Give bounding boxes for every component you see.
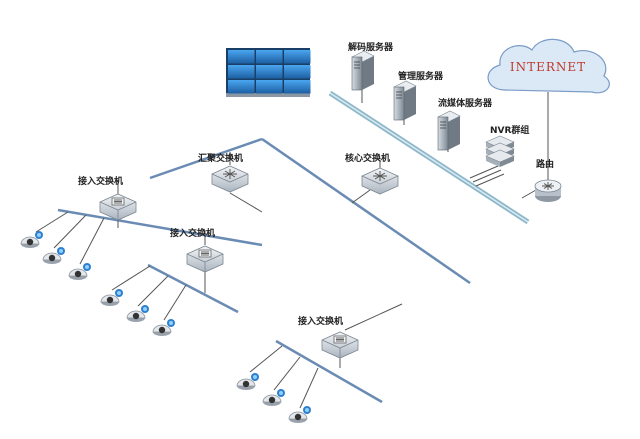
internet-label: INTERNET	[510, 60, 586, 74]
dome-camera-icon	[152, 318, 176, 337]
core-switch-label: 核心交换机	[345, 152, 390, 164]
aggregation-switch-label: 汇聚交换机	[198, 152, 243, 164]
dome-camera-icon	[126, 304, 150, 323]
video-wall-screen	[284, 65, 311, 79]
access-switch-2-label: 接入交换机	[170, 227, 215, 239]
access-links-3	[249, 303, 403, 409]
nvr-group-label: NVR群组	[490, 124, 529, 136]
main-trunk	[149, 137, 471, 285]
access-links-2	[111, 230, 206, 321]
router-icon	[534, 179, 562, 202]
stream-server-label: 流媒体服务器	[438, 97, 493, 109]
camera-group-1	[20, 230, 92, 281]
access-switch-3-icon	[321, 331, 359, 359]
aggregation-switch-icon	[211, 165, 249, 193]
nvr-unit	[485, 149, 515, 163]
access-bus-1	[57, 208, 263, 247]
camera-group-3	[236, 372, 312, 424]
dome-camera-icon	[68, 262, 92, 281]
dome-camera-icon	[236, 372, 260, 391]
nvr-unit	[500, 156, 514, 167]
nvr-unit	[486, 156, 500, 167]
video-wall-screen	[256, 65, 283, 79]
stream-server-icon	[437, 110, 461, 151]
video-wall-screen	[228, 50, 255, 64]
access-switch-1-icon	[99, 193, 137, 221]
video-wall-screen	[284, 50, 311, 64]
video-wall-icon	[226, 48, 311, 97]
internet-cloud-icon: INTERNET	[487, 38, 610, 94]
dome-camera-icon	[288, 405, 312, 424]
core-switch-icon	[361, 167, 399, 195]
access-switch-1-label: 接入交换机	[78, 175, 123, 187]
video-wall-screen	[284, 80, 311, 94]
camera-group-2	[100, 288, 176, 337]
access-bus-3	[275, 339, 383, 404]
video-wall-screen	[228, 80, 255, 94]
video-wall-screen	[256, 80, 283, 94]
backbone-bus	[328, 90, 530, 225]
dome-camera-icon	[100, 288, 124, 307]
mgmt-server-label: 管理服务器	[398, 70, 444, 82]
aggregation-links	[229, 152, 263, 213]
access-switch-3-label: 接入交换机	[298, 315, 343, 327]
dome-camera-icon	[20, 230, 44, 249]
access-switch-2-icon	[186, 245, 224, 273]
mgmt-server-icon	[393, 80, 417, 121]
access-links-1	[35, 180, 119, 265]
decode-server-icon	[351, 50, 375, 91]
access-bus-2	[147, 263, 239, 314]
nvr-stack-icon	[485, 135, 515, 167]
decode-server-label: 解码服务器	[348, 41, 394, 53]
dome-camera-icon	[42, 246, 66, 265]
video-wall-screen	[256, 50, 283, 64]
dome-camera-icon	[262, 388, 286, 407]
router-label: 路由	[536, 158, 554, 170]
core-trunk-link	[351, 189, 371, 204]
video-wall-screen	[228, 65, 255, 79]
